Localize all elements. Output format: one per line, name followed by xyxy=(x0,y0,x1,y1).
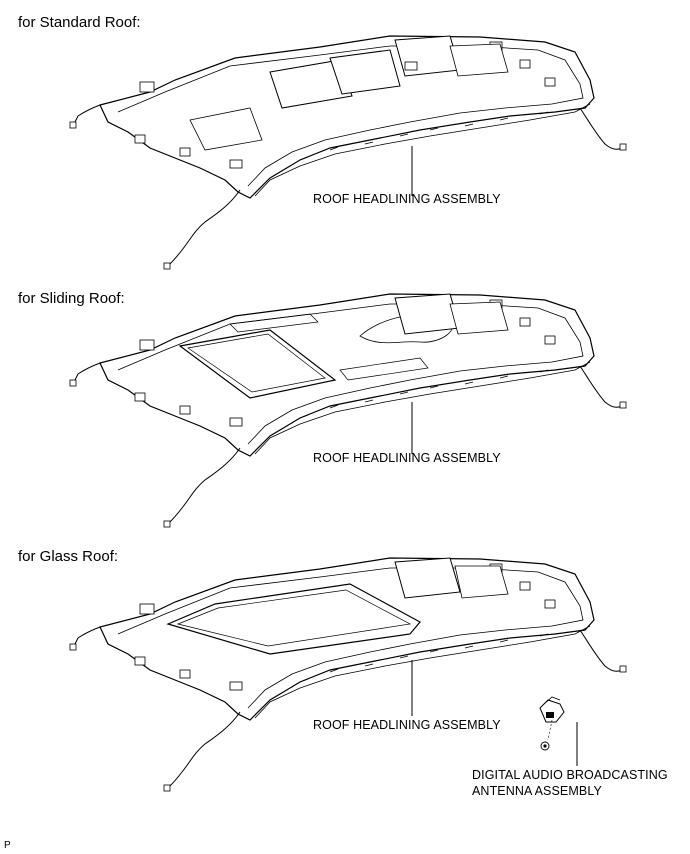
glass-roof-headlining xyxy=(69,557,627,792)
standard-roof-callout: ROOF HEADLINING ASSEMBLY xyxy=(313,192,501,206)
sliding-roof-heading: for Sliding Roof: xyxy=(18,290,125,307)
glass-roof-callout: ROOF HEADLINING ASSEMBLY xyxy=(313,718,501,732)
sliding-roof-headlining xyxy=(69,293,627,528)
antenna-callout-line2: ANTENNA ASSEMBLY xyxy=(472,784,602,798)
standard-roof-headlining xyxy=(69,35,627,270)
glass-roof-heading: for Glass Roof: xyxy=(18,548,119,565)
antenna-callout-line1: DIGITAL AUDIO BROADCASTING xyxy=(472,768,668,782)
corner-mark: P xyxy=(4,840,11,851)
standard-roof-heading: for Standard Roof: xyxy=(18,14,141,31)
antenna-part xyxy=(539,696,578,766)
sliding-roof-callout: ROOF HEADLINING ASSEMBLY xyxy=(313,451,501,465)
